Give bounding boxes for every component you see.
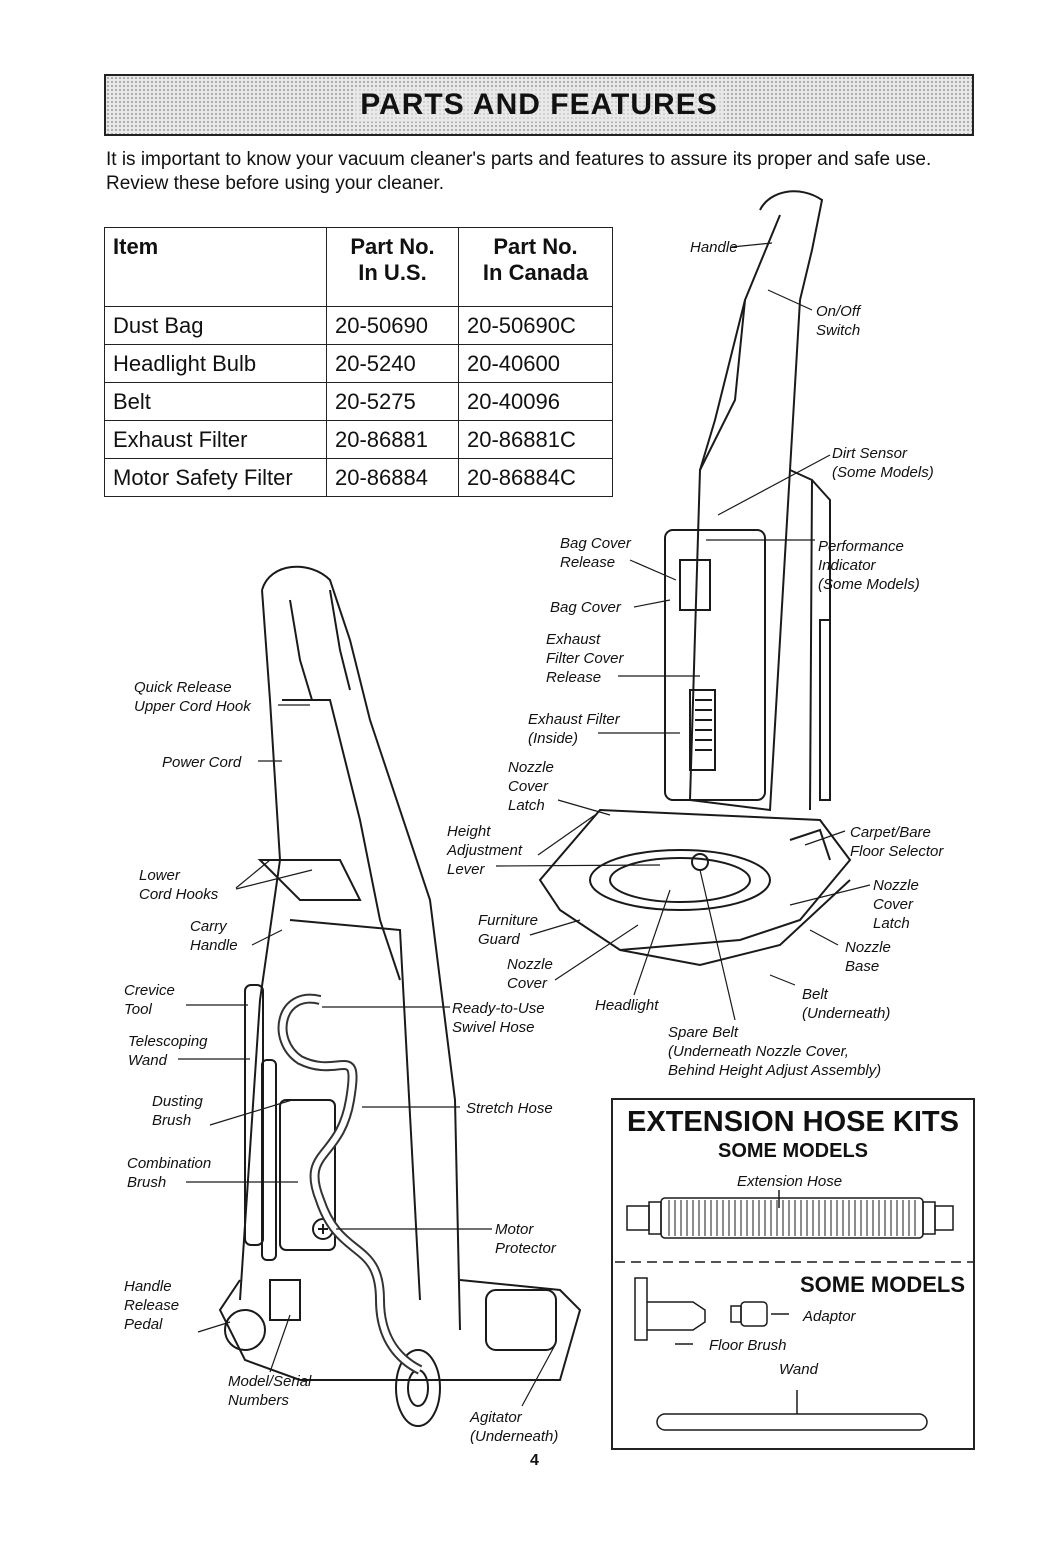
label-nozzle-cover-latch-right: Nozzle Cover Latch (873, 876, 919, 933)
label-motor-protector: Motor Protector (495, 1220, 556, 1258)
label-nozzle-base: Nozzle Base (845, 938, 891, 976)
front-vacuum-illustration (540, 191, 850, 965)
label-adaptor: Adaptor (803, 1307, 856, 1326)
label-nozzle-cover: Nozzle Cover (507, 955, 553, 993)
kit-subtitle: SOME MODELS (613, 1140, 973, 1163)
label-spare-belt: Spare Belt (Underneath Nozzle Cover, Beh… (668, 1023, 881, 1080)
label-power-cord: Power Cord (162, 753, 241, 772)
label-exhaust-filter: Exhaust Filter (Inside) (528, 710, 620, 748)
label-exhaust-filter-cover: Exhaust Filter Cover Release (546, 630, 624, 687)
label-carpet-bare-selector: Carpet/Bare Floor Selector (850, 823, 943, 861)
label-extension-hose: Extension Hose (737, 1172, 842, 1191)
kit-title: EXTENSION HOSE KITS (613, 1106, 973, 1139)
page-number: 4 (530, 1452, 539, 1470)
label-belt: Belt (Underneath) (802, 985, 890, 1023)
label-dirt-sensor: Dirt Sensor (Some Models) (832, 444, 934, 482)
label-dusting-brush: Dusting Brush (152, 1092, 203, 1130)
label-crevice-tool: Crevice Tool (124, 981, 175, 1019)
label-nozzle-cover-latch-left: Nozzle Cover Latch (508, 758, 554, 815)
label-ready-to-use-hose: Ready-to-Use Swivel Hose (452, 999, 545, 1037)
label-stretch-hose: Stretch Hose (466, 1099, 553, 1118)
label-furniture-guard: Furniture Guard (478, 911, 538, 949)
label-performance-indicator: Performance Indicator (Some Models) (818, 537, 920, 594)
label-combination-brush: Combination Brush (127, 1154, 211, 1192)
label-agitator: Agitator (Underneath) (470, 1408, 558, 1446)
label-bag-cover-release: Bag Cover Release (560, 534, 631, 572)
label-headlight: Headlight (595, 996, 658, 1015)
rear-vacuum-illustration (220, 567, 580, 1426)
label-telescoping-wand: Telescoping Wand (128, 1032, 208, 1070)
kit-subtitle-2: SOME MODELS (800, 1272, 965, 1298)
extension-hose-kit-box: EXTENSION HOSE KITS SOME MODELS Extensio… (611, 1098, 975, 1450)
label-floor-brush: Floor Brush (709, 1336, 787, 1355)
kit-illustration (613, 1190, 973, 1440)
label-handle: Handle (690, 238, 738, 257)
label-carry-handle: Carry Handle (190, 917, 238, 955)
label-onoff-switch: On/Off Switch (816, 302, 860, 340)
label-model-serial-numbers: Model/Serial Numbers (228, 1372, 311, 1410)
label-bag-cover: Bag Cover (550, 598, 621, 617)
label-lower-cord-hooks: Lower Cord Hooks (139, 866, 218, 904)
label-handle-release-pedal: Handle Release Pedal (124, 1277, 179, 1334)
label-height-adjustment-lever: Height Adjustment Lever (447, 822, 522, 879)
label-quick-release-hook: Quick Release Upper Cord Hook (134, 678, 251, 716)
label-wand: Wand (779, 1360, 818, 1379)
